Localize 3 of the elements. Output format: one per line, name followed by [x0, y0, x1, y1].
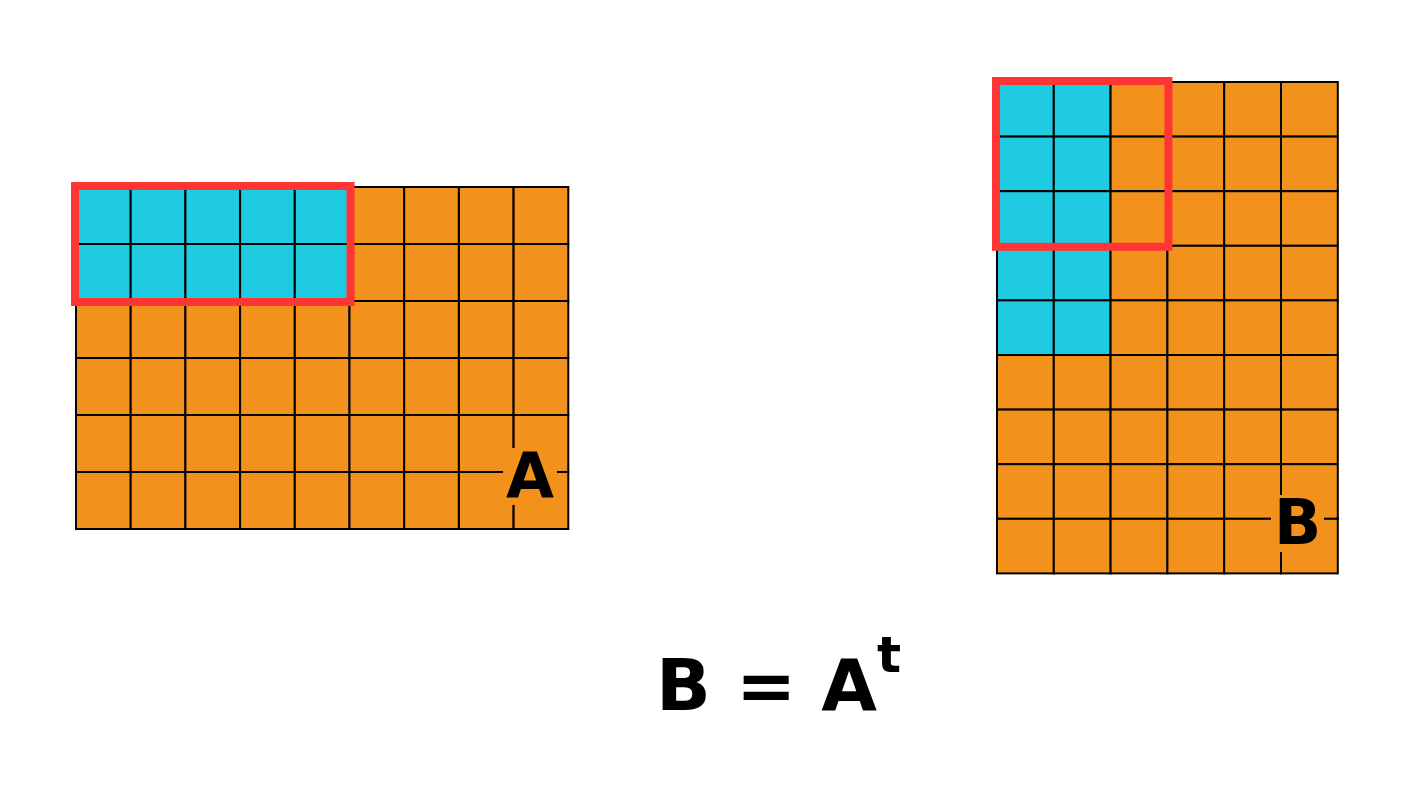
- matrix-label: B: [1271, 495, 1325, 552]
- matrix-label: A: [503, 448, 557, 505]
- equation: B = A$^{t}$: [656, 630, 902, 721]
